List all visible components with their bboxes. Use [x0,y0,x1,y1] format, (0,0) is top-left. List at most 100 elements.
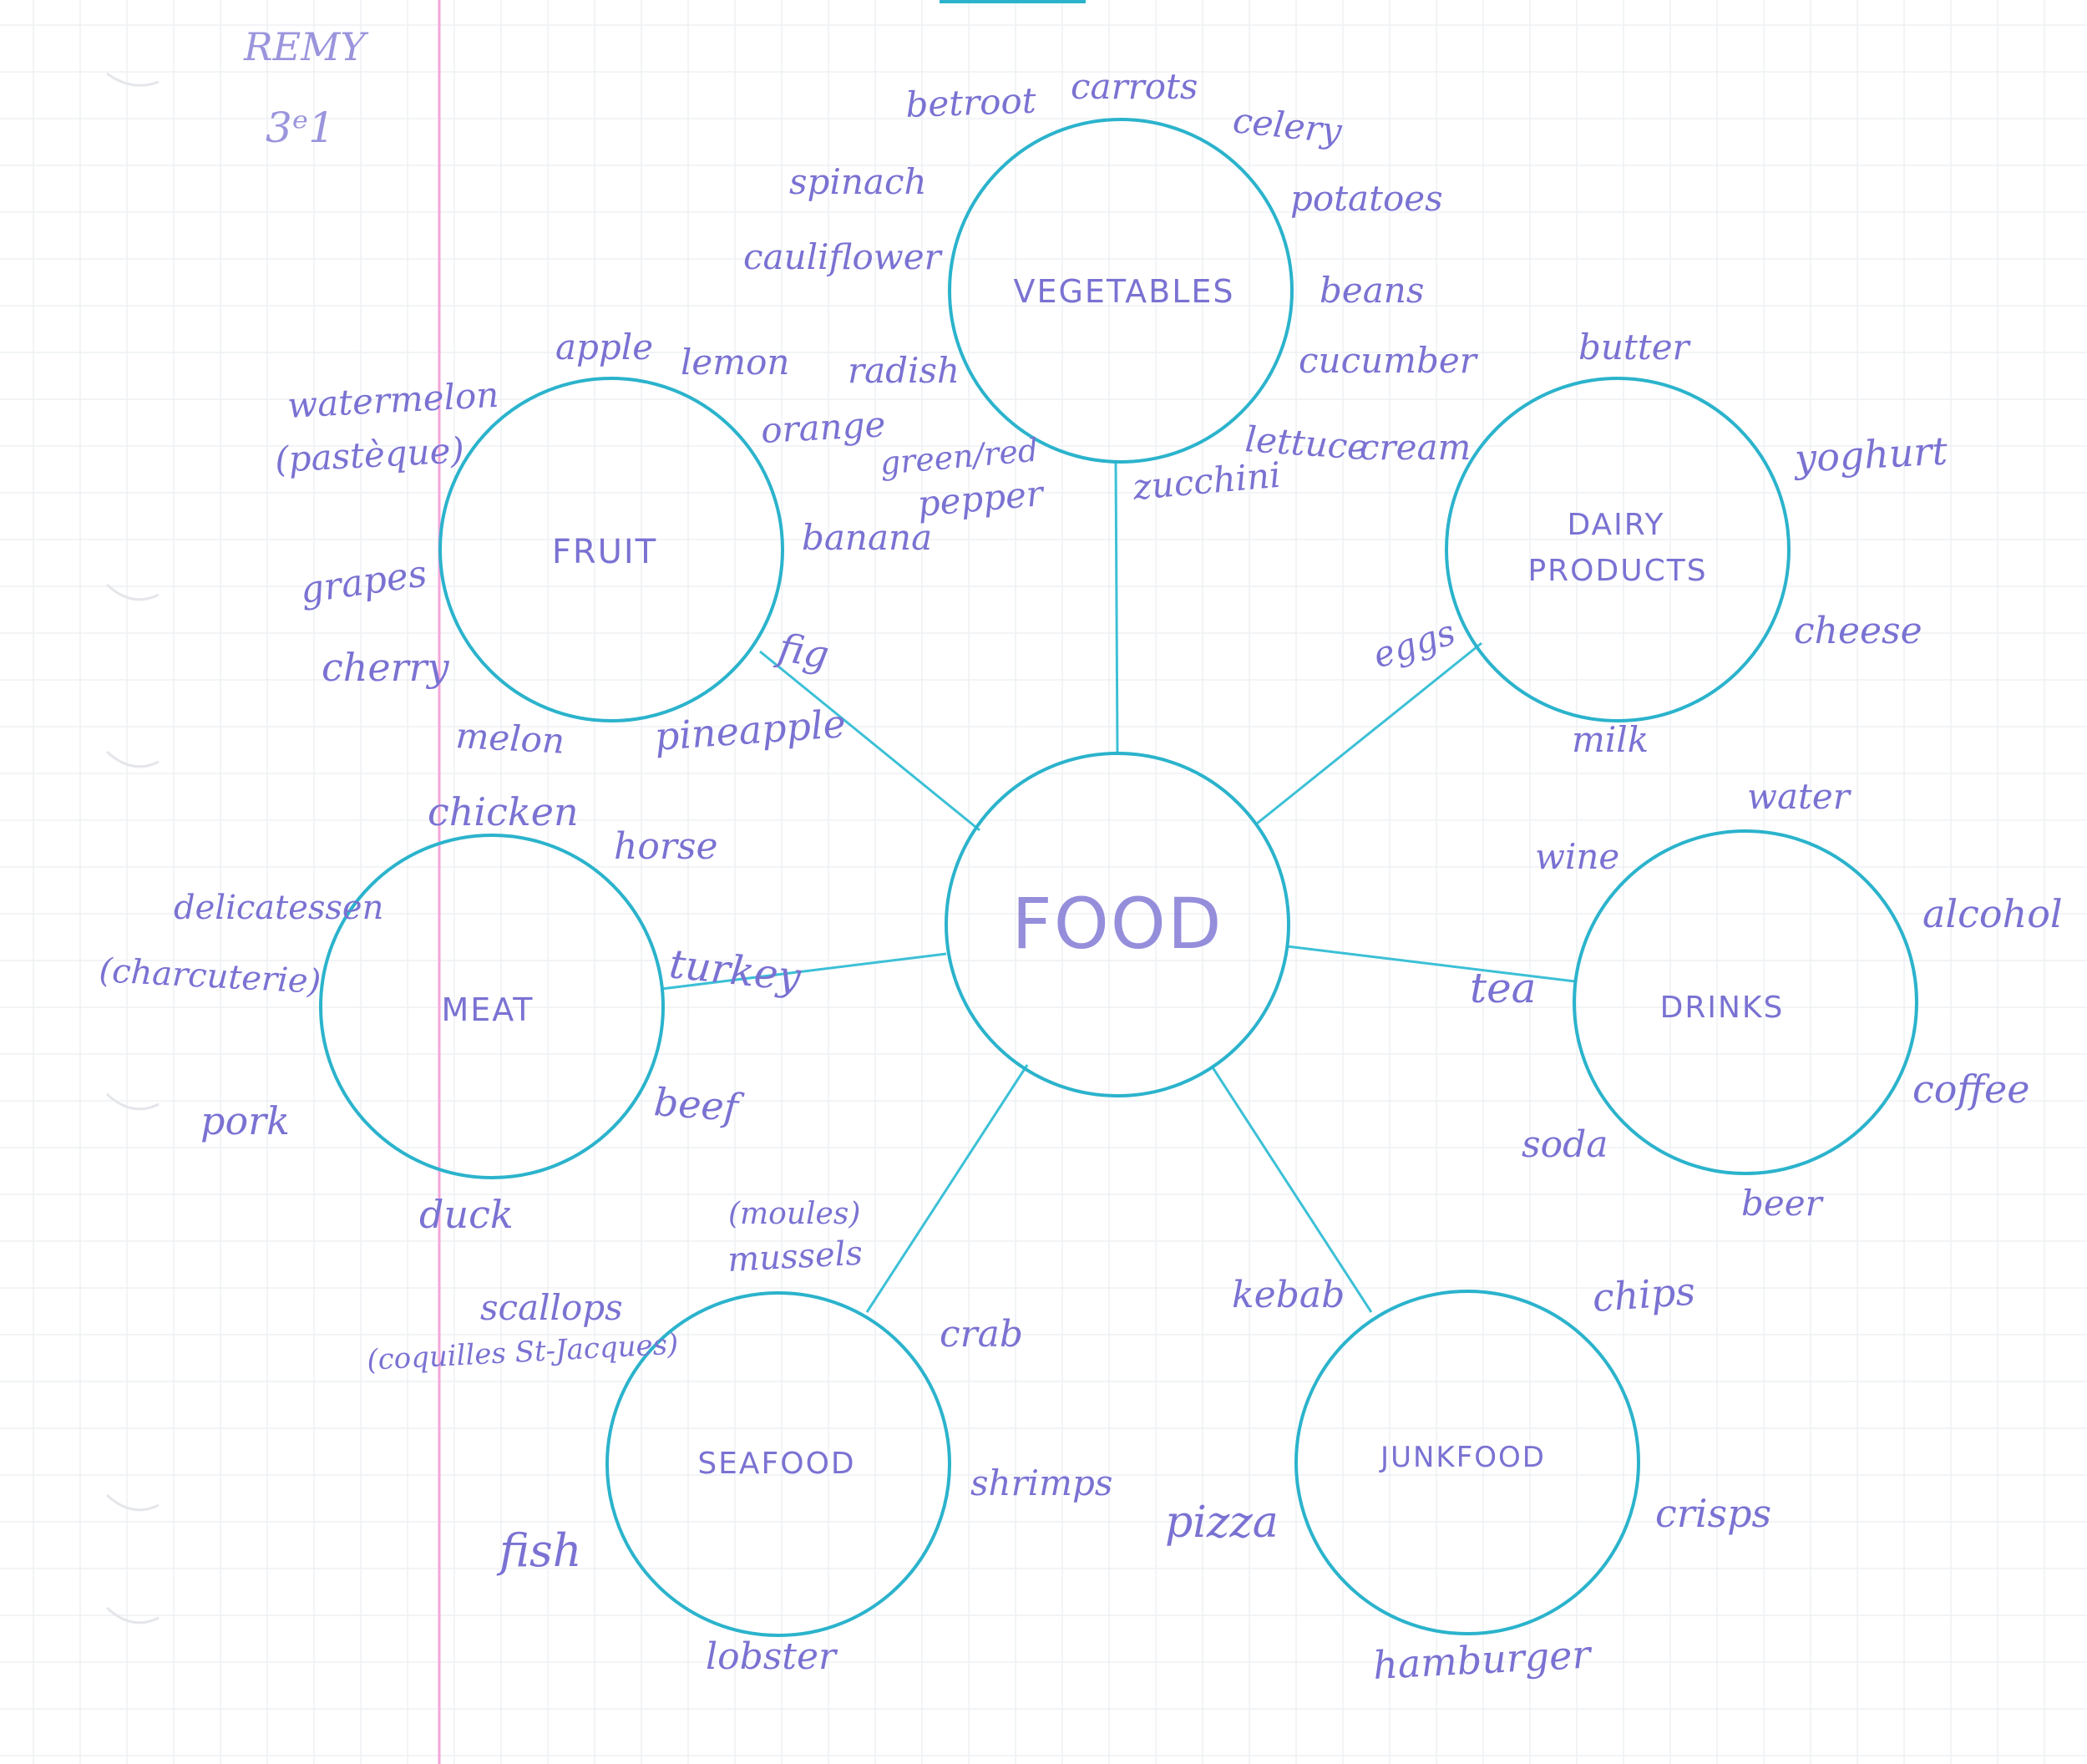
binder-hole [105,1606,160,1625]
word-crisps: crisps [1655,1491,1771,1536]
word-kebab: kebab [1232,1274,1345,1316]
word-wine: wine [1535,836,1619,877]
center-label-food: FOOD [1011,883,1223,965]
word-horse: horse [614,825,717,868]
binder-hole [105,583,160,601]
binder-hole [106,72,160,87]
word-celery: celery [1231,99,1345,152]
word-pineapple: pineapple [653,701,847,759]
connector-dairy [1256,641,1482,825]
connector-meat [661,952,947,991]
label-fruit: FRUIT [552,533,657,571]
label-dairy-line2: PRODUCTS [1527,554,1707,588]
binder-holes [105,72,160,1625]
word-milk: milk [1572,719,1649,760]
circle-drinks [1573,829,1918,1175]
student-group: 3ᵉ1 [266,104,335,152]
word-fig: fig [772,624,833,677]
word-moules: (moules) [728,1197,860,1231]
drinks-words: water wine alcohol tea coffee soda beer [1470,776,2063,1224]
word-radish: radish [848,350,960,391]
connector-seafood [865,1064,1029,1313]
word-crab: crab [940,1313,1023,1356]
word-shrimps: shrimps [970,1462,1112,1503]
word-beer: beer [1741,1183,1825,1224]
word-chips: chips [1591,1269,1697,1320]
word-butter: butter [1578,327,1692,368]
label-junkfood: JUNKFOOD [1379,1441,1546,1474]
word-beef: beef [652,1079,745,1130]
word-cucumber: cucumber [1299,340,1479,381]
word-hamburger: hamburger [1372,1631,1594,1688]
student-name: REMY [243,24,369,69]
word-pepper: pepper [916,473,1047,525]
category-labels: FOOD VEGETABLES FRUIT DAIRY PRODUCTS MEA… [441,273,1785,1481]
word-mussels: mussels [727,1234,864,1280]
circle-food [945,752,1290,1097]
connector-vegetables [1114,460,1119,754]
circle-junkfood [1294,1290,1640,1635]
word-betroot: betroot [905,80,1037,125]
binder-hole [105,750,160,768]
word-pasteque: (pastèque) [274,429,465,480]
word-melon: melon [454,715,565,762]
word-lettuce: lettuce [1244,418,1370,468]
word-scallops: scallops [480,1287,623,1328]
binder-hole [105,1092,160,1111]
word-orange: orange [760,403,887,451]
connector-junkfood [1211,1067,1373,1313]
label-vegetables: VEGETABLES [1013,273,1234,310]
word-carrots: carrots [1071,66,1198,107]
word-water: water [1747,776,1852,817]
word-watermelon: watermelon [286,374,499,426]
vegetables-words: betroot carrots celery spinach potatoes … [743,66,1479,525]
connectors [661,460,1576,1313]
word-cherry: cherry [322,645,450,690]
word-pork: pork [200,1098,290,1143]
word-soda: soda [1522,1123,1608,1166]
word-banana: banana [802,517,932,558]
label-dairy-line1: DAIRY [1567,508,1664,542]
word-tea: tea [1470,964,1537,1012]
word-duck: duck [419,1192,514,1237]
seafood-words: (moules) mussels scallops (coquilles St-… [366,1197,1112,1678]
word-zucchini: zucchini [1131,454,1283,508]
word-pizza: pizza [1165,1498,1279,1548]
word-grapes: grapes [297,552,429,612]
circle-seafood [605,1291,951,1637]
word-eggs: eggs [1368,611,1460,677]
label-meat: MEAT [441,991,534,1028]
word-apple: apple [555,327,653,368]
circle-vegetables [948,118,1294,464]
word-delicatessen: delicatessen [174,889,383,927]
label-drinks: DRINKS [1660,991,1785,1025]
connector-drinks [1286,945,1576,983]
word-coffee: coffee [1912,1067,2030,1112]
word-beans: beans [1320,270,1424,311]
word-lemon: lemon [681,342,789,383]
word-coquilles: (coquilles St-Jacques) [366,1328,679,1377]
connector-fruit [759,650,980,832]
word-spinach: spinach [789,161,927,202]
word-cream: cream [1360,427,1471,468]
word-chicken: chicken [428,789,579,834]
circle-dairy [1445,377,1791,722]
junkfood-words: kebab chips pizza crisps hamburger [1165,1269,1771,1688]
label-seafood: SEAFOOD [697,1447,855,1481]
word-yoghurt: yoghurt [1792,428,1949,481]
word-alcohol: alcohol [1922,891,2063,936]
binder-hole [105,1493,160,1512]
circles [319,118,1918,1637]
word-cauliflower: cauliflower [743,236,944,277]
word-lobster: lobster [706,1635,838,1678]
circle-fruit [438,377,784,722]
circle-meat [319,834,665,1179]
word-cheese: cheese [1794,610,1922,652]
word-potatoes: potatoes [1290,178,1443,219]
word-charcuterie: (charcuterie) [98,951,322,1001]
word-fish: fish [496,1524,582,1577]
word-turkey: turkey [667,940,804,1001]
